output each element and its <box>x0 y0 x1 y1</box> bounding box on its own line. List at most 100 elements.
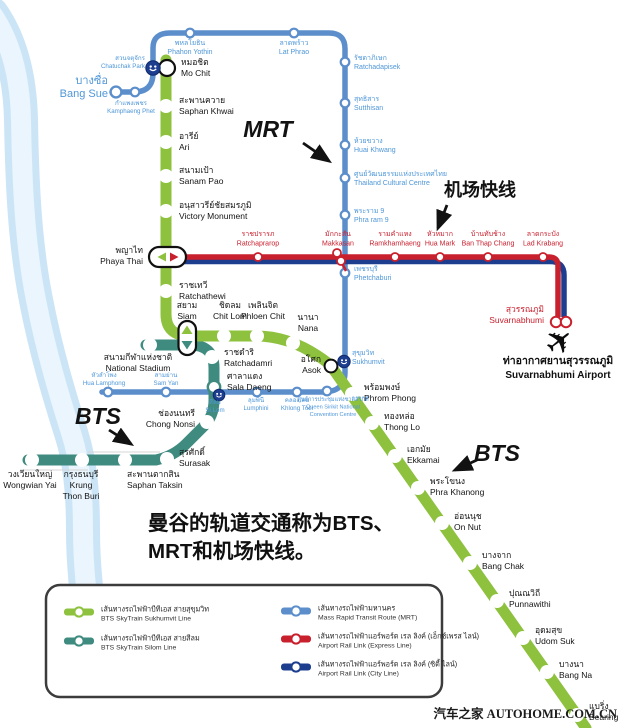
legend-label-en: Airport Rail Link (Express Line) <box>318 643 412 650</box>
caption-line-2: MRT和机场快线。 <box>148 539 315 563</box>
station-phra-khanong <box>411 481 425 495</box>
watermark: 汽车之家 AUTOHOME.COM.CN <box>434 706 617 721</box>
station-victory-monument <box>159 204 173 218</box>
legend-box <box>44 583 444 699</box>
airport-express-annotation: 机场快线 <box>444 179 516 200</box>
siam-interchange <box>177 319 198 357</box>
station-label-wongwian-yai: วงเวียนใหญ่Wongwian Yai <box>3 469 57 490</box>
chao-phraya-river <box>0 0 160 682</box>
station-phahon-yothin <box>184 27 196 39</box>
station-thong-lo <box>365 416 379 430</box>
station-sutthisan <box>339 97 351 109</box>
phaya-thai-interchange <box>147 245 188 269</box>
mrt-annotation: MRT <box>243 116 294 142</box>
station-bearing <box>570 708 584 722</box>
station-thailand-cultural-centre <box>339 172 351 184</box>
station-label-surasak: สุรศักดิ์Surasak <box>179 446 211 468</box>
legend-item-silom: เส้นทางรถไฟฟ้าบีทีเอส สายสีลม BTS SkyTrai… <box>64 634 200 652</box>
station-ramkhamhaeng <box>390 252 400 262</box>
station-label-chong-nonsi: ช่องนนทรีChong Nonsi <box>146 408 196 429</box>
station-nana <box>286 336 300 350</box>
station-on-nut <box>435 516 449 530</box>
suvarnabhumi-airport-label-en: Suvarnabhumi Airport <box>505 370 611 381</box>
station-surasak <box>160 452 174 466</box>
station-phrom-phong <box>345 387 359 401</box>
station-label-suvarnabhumi: สุวรรณภูมิSuvarnabhumi <box>489 304 544 325</box>
station-ratchaprarop <box>253 252 263 262</box>
station-wongwian-yai <box>25 453 39 467</box>
arl-direction-arrow-icon <box>170 252 179 262</box>
legend-label-en: BTS SkyTrain Silom Line <box>101 645 177 652</box>
station-label-national-stadium: สนามกีฬาแห่งชาติNational Stadium <box>104 352 172 373</box>
station-label-phrom-phong: พร้อมพงษ์Phrom Phong <box>364 382 416 403</box>
station-ban-thap-chang <box>483 252 493 262</box>
suvarnabhumi-airport-label-th: ท่าอากาศยานสุวรรณภูมิ <box>503 355 613 368</box>
bts-right-annotation-arrow <box>451 455 478 472</box>
station-huai-khwang <box>339 139 351 151</box>
station-sam-yan <box>160 386 172 398</box>
caption-line-1: 曼谷的轨道交通称为BTS、 <box>148 511 394 535</box>
station-hua-lamphong <box>102 386 114 398</box>
stations-layer <box>25 27 584 722</box>
mrt-annotation-arrow <box>302 141 332 164</box>
station-bang-na <box>540 665 554 679</box>
legend-label-en: Airport Rail Link (City Line) <box>318 671 399 678</box>
annotations: MRT 机场快线 BTS BTS ท่าอากาศยานสุวรรณภูมิ S… <box>75 116 613 563</box>
station-label-lumphini: ลุมพินีLumphini <box>243 396 268 412</box>
station-lat-phrao <box>288 27 300 39</box>
legend-label-en: Mass Rapid Transit Route (MRT) <box>318 615 417 622</box>
station-lumphini <box>251 386 263 398</box>
station-label-ari: อารีย์Ari <box>179 131 198 152</box>
station-ari <box>159 135 173 149</box>
bts-left-annotation: BTS <box>75 403 122 429</box>
station-bang-chak <box>463 556 477 570</box>
station-phloen-chit <box>250 329 264 343</box>
station-lad-krabang <box>538 252 548 262</box>
station-phra-ram-9 <box>339 209 351 221</box>
mrt-roundel-si-lom-icon <box>212 388 226 402</box>
station-label-queen-sirikit-national-convention-centre: ศูนย์การประชุมแห่งชาติสิริกิติ์Queen Sir… <box>297 394 370 418</box>
station-label-ratchathewi: ราชเทวีRatchathewi <box>179 280 226 301</box>
makkasan-interchange <box>332 248 348 272</box>
arl-express-line-path <box>183 254 561 317</box>
sukhumvit-direction-arrow-icon <box>181 325 193 334</box>
bts-left-annotation-arrow <box>108 427 135 446</box>
station-hua-mark <box>435 252 445 262</box>
station-bang-sue <box>109 85 123 99</box>
legend-label-th: เส้นทางรถไฟฟ้าบีทีเอส สายสีลม <box>101 634 200 643</box>
station-national-stadium <box>143 338 157 352</box>
station-label-phetchaburi: เพชรบุรีPhetchaburi <box>354 265 392 282</box>
bts-direction-arrow-icon <box>157 252 166 262</box>
station-punnawithi <box>490 594 504 608</box>
station-label-victory-monument: อนุสาวรีย์ชัยสมรภูมิVictory Monument <box>179 200 252 221</box>
